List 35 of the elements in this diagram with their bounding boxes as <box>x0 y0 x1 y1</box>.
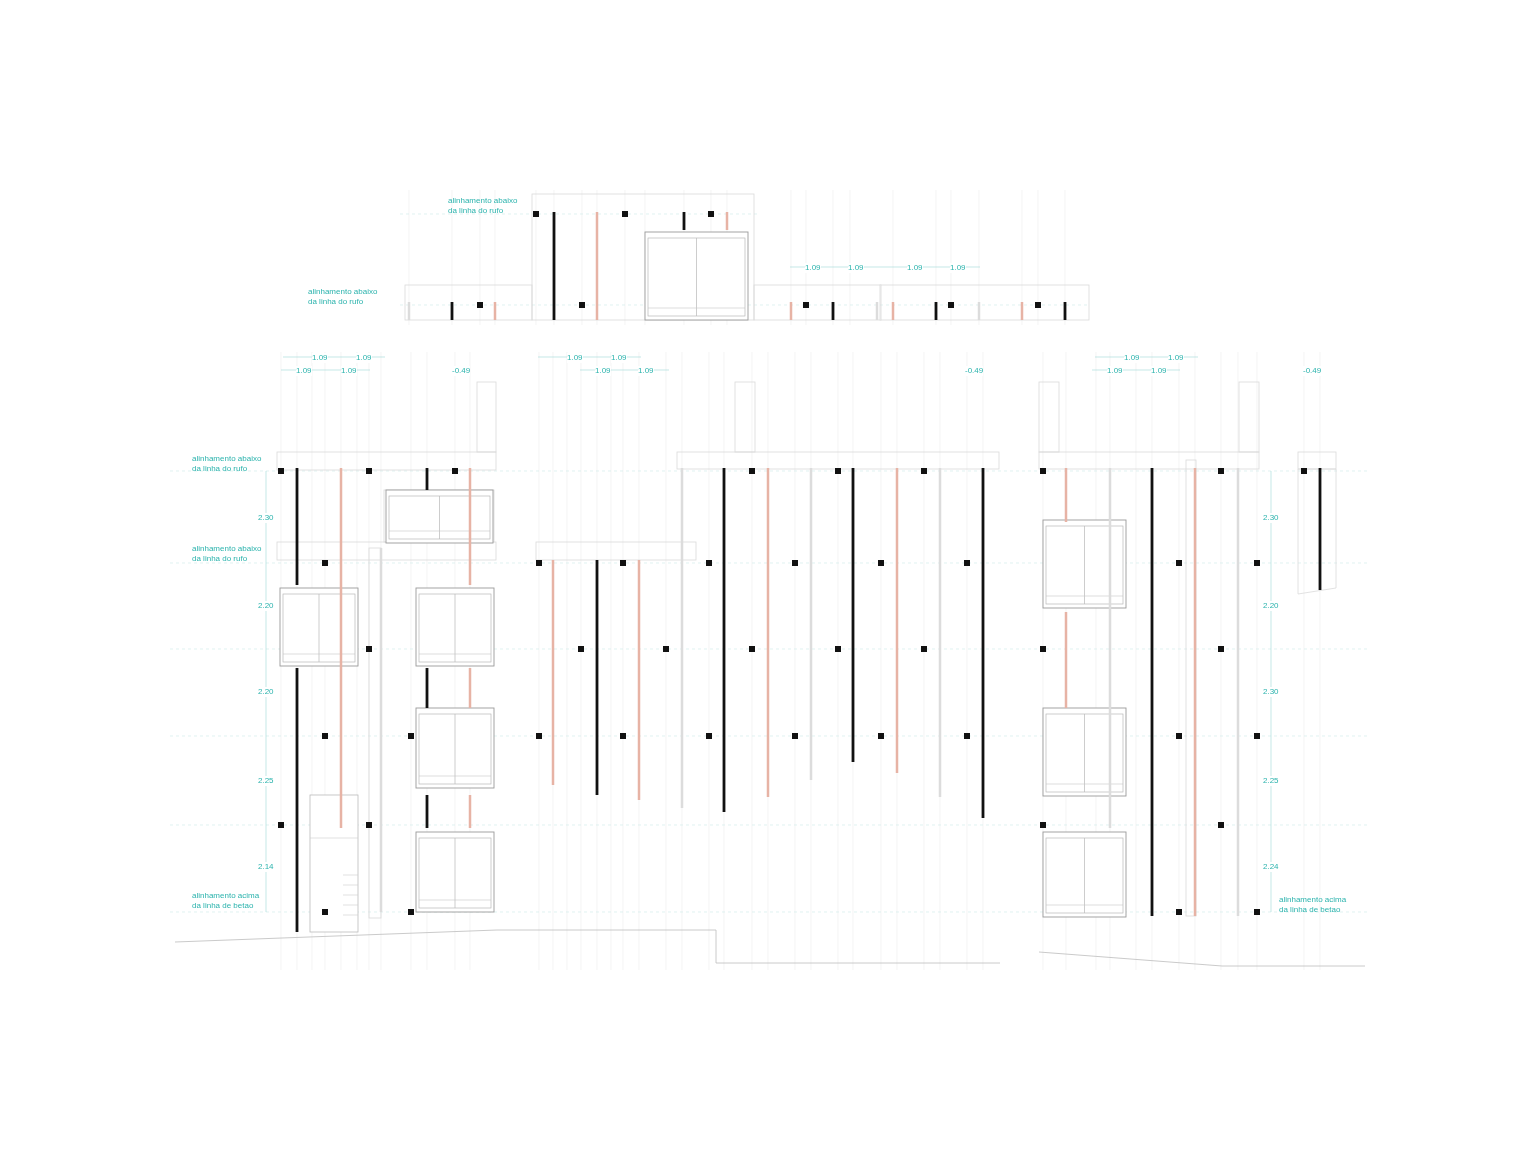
dimension-label: 1.09 <box>595 366 611 376</box>
dimension-label: 1.09 <box>848 263 864 273</box>
dimension-label: 1.09 <box>1124 353 1140 363</box>
dimension-label: 1.09 <box>312 353 328 363</box>
alignment-note: alinhamento abaixo da linha do rufo <box>192 544 263 564</box>
dimension-label: 1.09 <box>1168 353 1184 363</box>
dimension-label: 1.09 <box>1151 366 1167 376</box>
dimension-label: 1.09 <box>950 263 966 273</box>
dimension-label: 2.24 <box>1263 862 1279 872</box>
alignment-note: alinhamento abaixo da linha do rufo <box>192 454 263 474</box>
dimension-label: 2.25 <box>1263 776 1279 786</box>
dimension-label: 1.09 <box>638 366 654 376</box>
dimension-label: 1.09 <box>805 263 821 273</box>
dimension-label: 2.20 <box>258 687 274 697</box>
dimension-label: 2.20 <box>1263 601 1279 611</box>
dimension-label: 2.20 <box>258 601 274 611</box>
dimension-label: 1.09 <box>296 366 312 376</box>
alignment-note: alinhamento acima da linha de betao <box>192 891 261 911</box>
dimension-label: 2.25 <box>258 776 274 786</box>
dimension-label: 2.30 <box>1263 687 1279 697</box>
dimension-label: 1.09 <box>1107 366 1123 376</box>
dimension-label: 2.30 <box>1263 513 1279 523</box>
dimension-label: 1.09 <box>567 353 583 363</box>
alignment-note: alinhamento acima da linha de betao <box>1279 895 1348 915</box>
dimension-label: 1.09 <box>356 353 372 363</box>
dimension-label: 1.09 <box>341 366 357 376</box>
dimension-label: -0.49 <box>452 366 471 376</box>
dimension-label: 2.14 <box>258 862 274 872</box>
alignment-note: alinhamento abaixo da linha do rufo <box>308 287 379 307</box>
dimension-label: 1.09 <box>611 353 627 363</box>
dimension-label: -0.49 <box>965 366 984 376</box>
alignment-note: alinhamento abaixo da linha do rufo <box>448 196 519 216</box>
dimension-label: 1.09 <box>907 263 923 273</box>
dimension-label: -0.49 <box>1303 366 1322 376</box>
dimension-label: 2.30 <box>258 513 274 523</box>
